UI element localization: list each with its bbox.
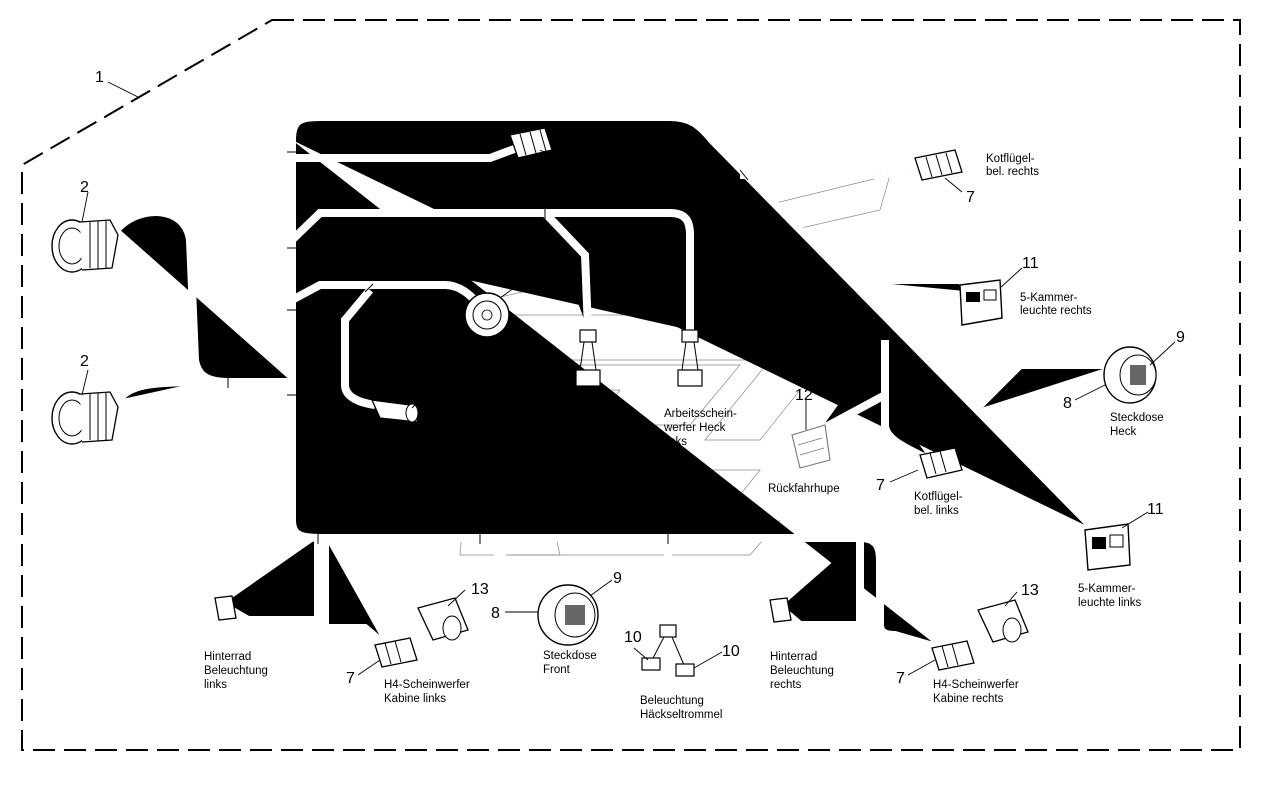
label-beleuchtung-haeckseltrommel: Beleuchtung Häckseltrommel <box>640 695 722 721</box>
label-arbeitsscheinwerfer-rechts: Arbeitsschein- werfer Heck rechts <box>556 408 633 448</box>
socket-steckdose-front <box>537 584 599 646</box>
assembly-boundary <box>21 19 1241 751</box>
connectors-10-haeckseltrommel <box>641 624 695 677</box>
callout-8-heck: 8 <box>1063 395 1072 412</box>
label-kotfluegel-links: Kotflügel- bel. links <box>914 491 966 517</box>
component-labels: Kennzeichen- leuchten Kotflügel- bel. re… <box>204 153 1167 721</box>
callout-10-right: 10 <box>722 643 740 660</box>
callout-7-kotfluegel-links: 7 <box>876 477 885 494</box>
connector-arbeit-rechts <box>575 329 601 387</box>
socket-steckdose-heck <box>1103 346 1157 404</box>
leader-lines <box>81 81 1176 676</box>
callout-10-left: 10 <box>624 629 642 646</box>
label-kennzeichen: Kennzeichen- leuchten <box>486 173 560 198</box>
harness-cables <box>118 117 1115 648</box>
connector-6-hinterrad-links <box>214 595 237 621</box>
callout-11-rechts: 11 <box>1022 255 1039 272</box>
label-arbeitsscheinwerfer-links: Arbeitsschein- werfer Heck links <box>663 408 740 448</box>
label-zwischenstecker: Zwischenstecker Auswurfbogen unten <box>357 442 446 482</box>
connector-5-zwischenstecker <box>370 399 420 423</box>
connector-11-kammer-links <box>1084 523 1131 571</box>
callout-9-front: 9 <box>613 570 622 587</box>
label-hinterrad-links: Hinterrad Beleuchtung links <box>204 651 271 691</box>
label-kammer-links: 5-Kammer- leuchte links <box>1078 583 1142 609</box>
connector-11-kammer-rechts <box>959 279 1003 326</box>
horn-12-rueckfahrhupe <box>791 424 831 469</box>
callout-3: 3 <box>568 155 577 172</box>
callout-9-heck: 9 <box>1176 329 1185 346</box>
round-plug-2-bottom <box>51 391 119 445</box>
label-hinterrad-rechts: Hinterrad Beleuchtung rechts <box>770 651 837 691</box>
callout-numbers: 1 2 2 3 4 5 6 6 7 7 7 7 8 8 9 9 10 10 11… <box>80 69 1185 687</box>
connector-13-h4-links <box>417 597 469 641</box>
connector-6-hinterrad-rechts <box>769 597 792 623</box>
connector-7-kotfluegel-links <box>919 447 963 479</box>
connector-7-h4-links <box>374 637 418 668</box>
connector-13-h4-rechts <box>977 599 1029 643</box>
connector-7-kotfluegel-rechts <box>914 149 963 181</box>
label-auswurfbogen: Auswurfbogen <box>450 346 524 358</box>
label-kammer-rechts: 5-Kammer- leuchte rechts <box>1020 292 1092 317</box>
label-steckdose-heck: Steckdose Heck <box>1110 412 1167 438</box>
callout-13-rechts: 13 <box>1021 582 1039 599</box>
callout-2-bottom: 2 <box>80 353 89 370</box>
callout-11-links: 11 <box>1147 501 1164 518</box>
socket-4-auswurfbogen <box>464 292 510 338</box>
label-rueckfahrhupe: Rückfahrhupe <box>768 483 840 495</box>
callout-2-top: 2 <box>80 179 89 196</box>
callout-6-left: 6 <box>266 582 275 599</box>
connector-arbeit-links <box>677 329 703 387</box>
round-plug-2-top <box>51 219 119 273</box>
callout-4: 4 <box>526 269 535 286</box>
callout-5: 5 <box>428 382 437 399</box>
callout-1: 1 <box>95 69 104 86</box>
callout-7-kotfluegel-rechts: 7 <box>966 189 975 206</box>
callout-6-right: 6 <box>817 582 826 599</box>
connector-7-h4-rechts <box>931 640 975 671</box>
callout-13-links: 13 <box>471 581 489 598</box>
callout-8-front: 8 <box>491 605 500 622</box>
label-h4-links: H4-Scheinwerfer Kabine links <box>384 679 473 705</box>
callout-7-h4-links: 7 <box>346 670 355 687</box>
label-kotfluegel-rechts: Kotflügel- bel. rechts <box>986 153 1039 178</box>
callout-12: 12 <box>795 387 813 404</box>
label-steckdose-front: Steckdose Front <box>543 650 600 676</box>
callout-7-h4-rechts: 7 <box>896 670 905 687</box>
label-h4-rechts: H4-Scheinwerfer Kabine rechts <box>933 679 1022 705</box>
